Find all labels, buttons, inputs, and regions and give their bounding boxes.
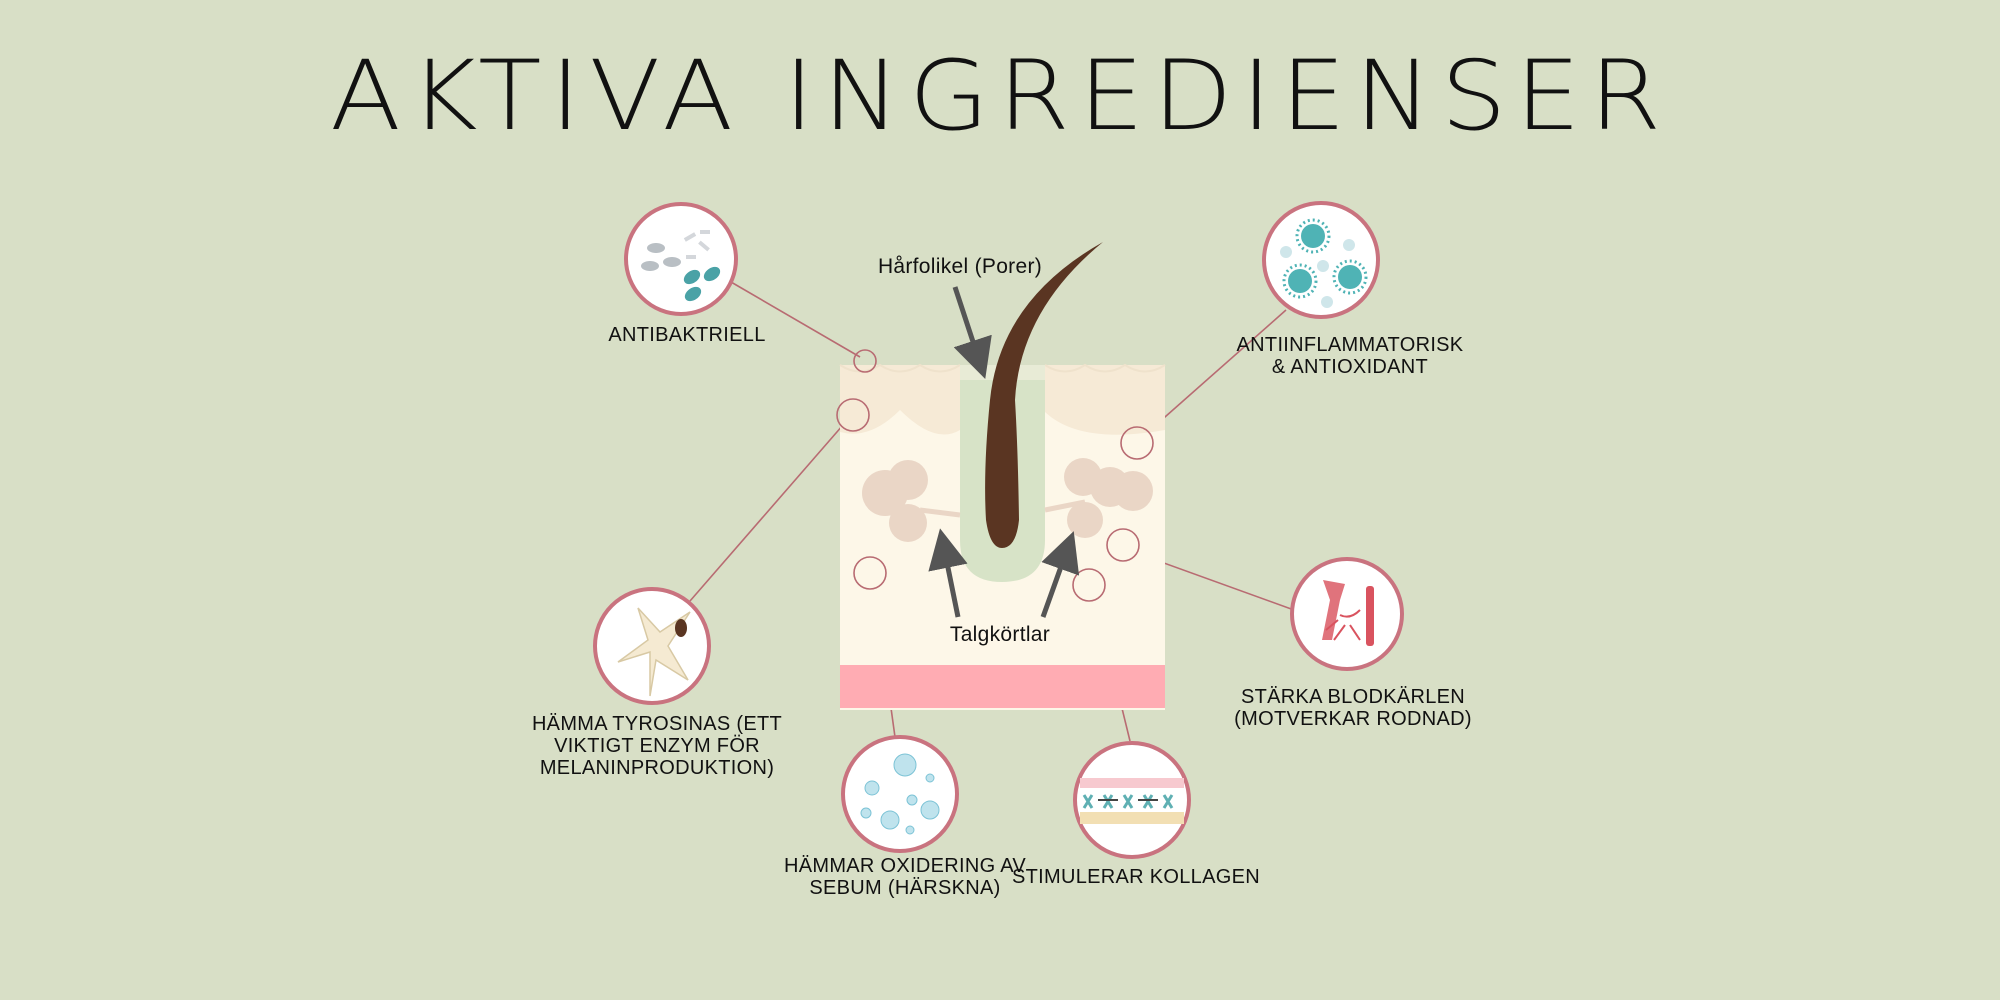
anti-inflammatory-label: ANTIINFLAMMATORISK & ANTIOXIDANT (1215, 334, 1485, 378)
sebaceous-glands-right (1044, 458, 1153, 538)
tyrosinase-label: HÄMMA TYROSINAS (ETT VIKTIGT ENZYM FÖR M… (527, 713, 787, 779)
sebaceous-glands-label: Talgkörtlar (949, 623, 1051, 646)
vessels-label: STÄRKA BLODKÄRLEN (MOTVERKAR RODNAD) (1218, 686, 1488, 730)
virus-cells-icon (1262, 201, 1380, 319)
blood-vessel-icon (1290, 557, 1404, 671)
connector-tyrosinase (689, 424, 844, 602)
vessels-label-line: (MOTVERKAR RODNAD) (1234, 708, 1472, 730)
anti-inflammatory-label-line: ANTIINFLAMMATORISK (1236, 334, 1464, 356)
bacteria-icon (624, 202, 738, 316)
tyrosinase-label-line: MELANINPRODUKTION) (539, 757, 775, 779)
sebum-label-line: SEBUM (HÄRSKNA) (809, 877, 1001, 899)
collagen-label: STIMULERAR KOLLAGEN (1011, 866, 1261, 888)
indicator-circles (836, 349, 1154, 602)
connector-antibacterial (730, 281, 861, 358)
connector-anti-inflammatory (1147, 309, 1287, 433)
bubbles-icon (841, 735, 959, 853)
melanocyte-icon (593, 587, 711, 705)
skin-bottom-layer (840, 665, 1165, 708)
skin-cross-section (839, 242, 1166, 710)
tyrosinase-label-line: VIKTIGT ENZYM FÖR (554, 735, 760, 757)
collagen-label-line: STIMULERAR KOLLAGEN (1012, 866, 1260, 888)
antibacterial-label-line: ANTIBAKTRIELL (608, 324, 766, 346)
icon-circles (593, 201, 1404, 859)
page-title: AKTIVA INGREDIENSER (330, 40, 1670, 152)
antibacterial-label: ANTIBAKTRIELL (587, 324, 787, 346)
callout-arrows (928, 286, 1080, 618)
anti-inflammatory-label-line: & ANTIOXIDANT (1271, 356, 1429, 378)
sebaceous-glands-left (862, 460, 961, 542)
sebum-label: HÄMMAR OXIDERING AV SEBUM (HÄRSKNA) (780, 855, 1030, 899)
collagen-fibers-icon (1073, 741, 1191, 859)
vessels-label-line: STÄRKA BLODKÄRLEN (1240, 686, 1466, 708)
hair-shaft (985, 242, 1103, 548)
tyrosinase-label-line: HÄMMA TYROSINAS (ETT (531, 713, 783, 735)
hair-follicle-label: Hårfolikel (Porer) (877, 255, 1043, 278)
sebum-label-line: HÄMMAR OXIDERING AV (783, 855, 1027, 877)
